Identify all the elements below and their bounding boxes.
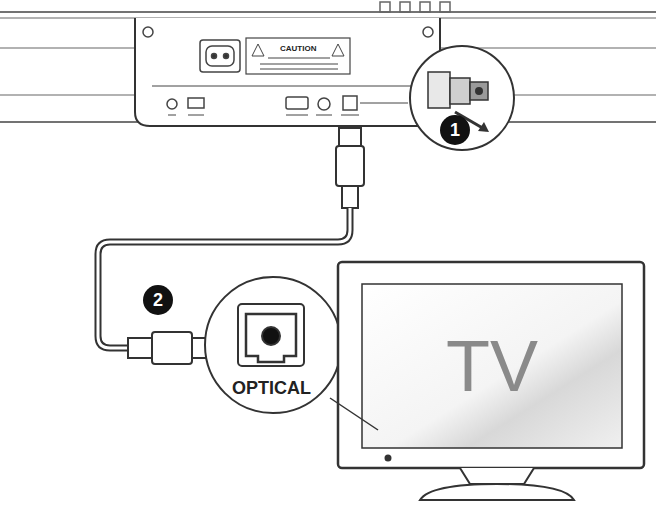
cap-detail [410,46,514,150]
callout-badge [440,115,470,145]
port-label: OPTICAL [232,379,311,397]
caution-text: CAUTION [280,45,316,53]
port-detail [205,277,341,413]
soundbar [0,2,656,126]
tv [338,262,644,500]
tv-screen-text: TV [446,330,538,402]
leader-line [330,398,378,430]
callout-badge [143,285,173,315]
callout-number: 1 [450,121,460,139]
callout-number: 2 [153,291,163,309]
